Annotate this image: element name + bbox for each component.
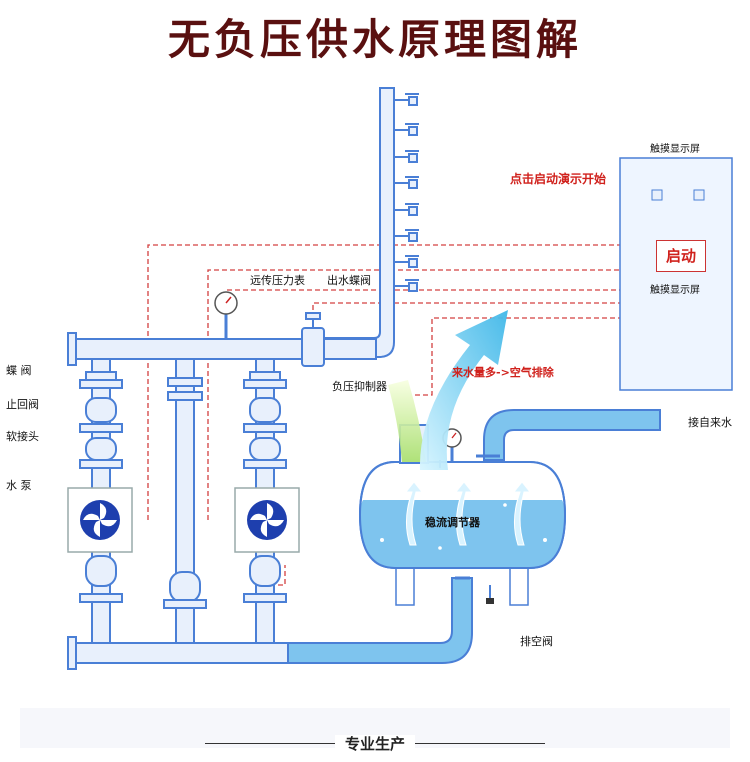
screen-top-label: 触摸显示屏 [650,144,700,155]
check-valve-label: 止回阀 [6,398,39,411]
page-title: 无负压供水原理图解 [167,15,582,64]
touch-screen-panel [619,157,733,391]
stabilizer-tank-label: 稳流调节器 [425,516,480,529]
bypass-column [163,358,207,644]
neg-pressure-suppressor-label: 负压抑制器 [332,380,387,393]
remote-gauge-label: 远传压力表 [250,274,305,287]
stabilizer-tank [358,454,567,606]
butterfly-valve-label: 蝶 阀 [6,364,32,377]
footer-wrap: 专业生产 [0,733,750,754]
outlet-valve-label: 出水蝶阀 [327,274,371,287]
outlet-header [67,312,377,367]
inlet-label: 接自来水 [688,416,732,429]
riser-pipe [323,87,395,358]
air-note-label: 来水量多->空气排除 [452,366,554,379]
footer-text: 专业生产 [334,735,415,753]
pump-left [67,487,133,553]
click-note-label: 点击启动演示开始 [510,172,607,186]
air-exhaust-arrow [419,310,508,470]
municipal-inlet-pipe [483,409,661,461]
drain-valve-label: 排空阀 [520,635,553,648]
pump-label: 水 泵 [6,479,32,492]
remote-pressure-gauge-icon [214,291,238,339]
soft-joint-label: 软接头 [6,430,39,443]
inlet-header [67,577,473,670]
pump-right [234,487,300,553]
start-button[interactable]: 启动 [656,240,706,272]
riser-taps [395,93,419,292]
screen-bottom-label: 触摸显示屏 [650,285,700,296]
